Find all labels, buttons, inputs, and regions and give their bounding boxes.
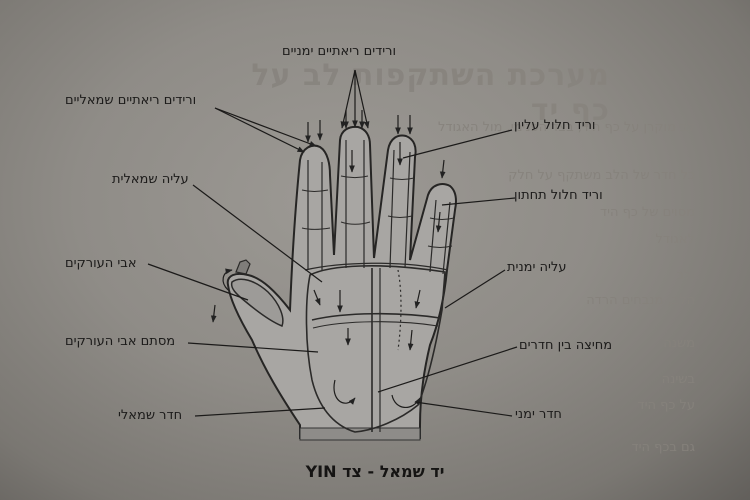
finger-vessel: [307, 160, 323, 270]
diagram-caption: יד שמאל - צד YIN: [305, 462, 445, 481]
atria-divider: [311, 312, 441, 321]
ventricle-arrow: [333, 379, 356, 405]
background-text-line: לב מוקרן על כף היד, בצד הפנימי, מול האגו…: [437, 120, 695, 135]
atria-divider: [312, 321, 439, 329]
thumb-tip: [235, 259, 251, 275]
label-superior-vena-cava: וריד חלול עליון: [514, 118, 596, 133]
background-text-line: לאגודל: [655, 232, 695, 247]
finger-creases: [301, 175, 455, 248]
flow-arrows: [210, 110, 446, 351]
dotted-vessel: [397, 269, 402, 351]
finger-vessel: [429, 199, 451, 275]
background-text-line: כל חדר של הלב משתקף על חלק: [508, 168, 695, 183]
ventricle-arrow: [391, 394, 421, 408]
finger-vessel: [389, 149, 411, 269]
background-text-line: בשינה: [661, 372, 695, 387]
label-right-ventricle: חדר ימני: [515, 407, 562, 422]
label-aortic-valve: מסתם אבי העורקים: [65, 334, 176, 349]
finger-vessel: [345, 140, 365, 268]
label-left-pulmonary-veins: ורידים ריאתיים שמאליים: [65, 93, 197, 108]
background-text-line: מסוים של כף היד: [599, 205, 695, 220]
label-left-atrium: עליה שמאלית: [112, 172, 189, 187]
background-page-title: מערכת השתקפות לב על כף יד: [251, 58, 610, 128]
label-right-pulmonary-veins: ורידים ריאתיים ימניים: [282, 44, 396, 59]
thumb: [230, 278, 284, 327]
label-left-ventricle: חדר שמאלי: [118, 408, 183, 423]
wrist-band: [299, 427, 421, 441]
label-aorta: אבי העורקים: [65, 256, 137, 271]
label-septum: מחיצה בין חדרים: [519, 338, 613, 353]
background-text-line: על כף היד: [637, 398, 695, 413]
label-inferior-vena-cava: וריד חלול תחתון: [514, 188, 603, 203]
background-text-line: ולב: [676, 268, 695, 283]
background-text-line: גם בכף היד: [631, 440, 695, 455]
leader-lines: [147, 69, 518, 417]
background-text-line: הלב, מנבחים הרדה: [586, 293, 695, 308]
background-text-line: משנה: [663, 336, 695, 351]
hand-outline: [226, 125, 457, 439]
label-right-atrium: עליה ימנית: [507, 260, 567, 275]
palm-heart-outline: [305, 265, 446, 433]
aorta-arch-arrow: [222, 268, 233, 291]
